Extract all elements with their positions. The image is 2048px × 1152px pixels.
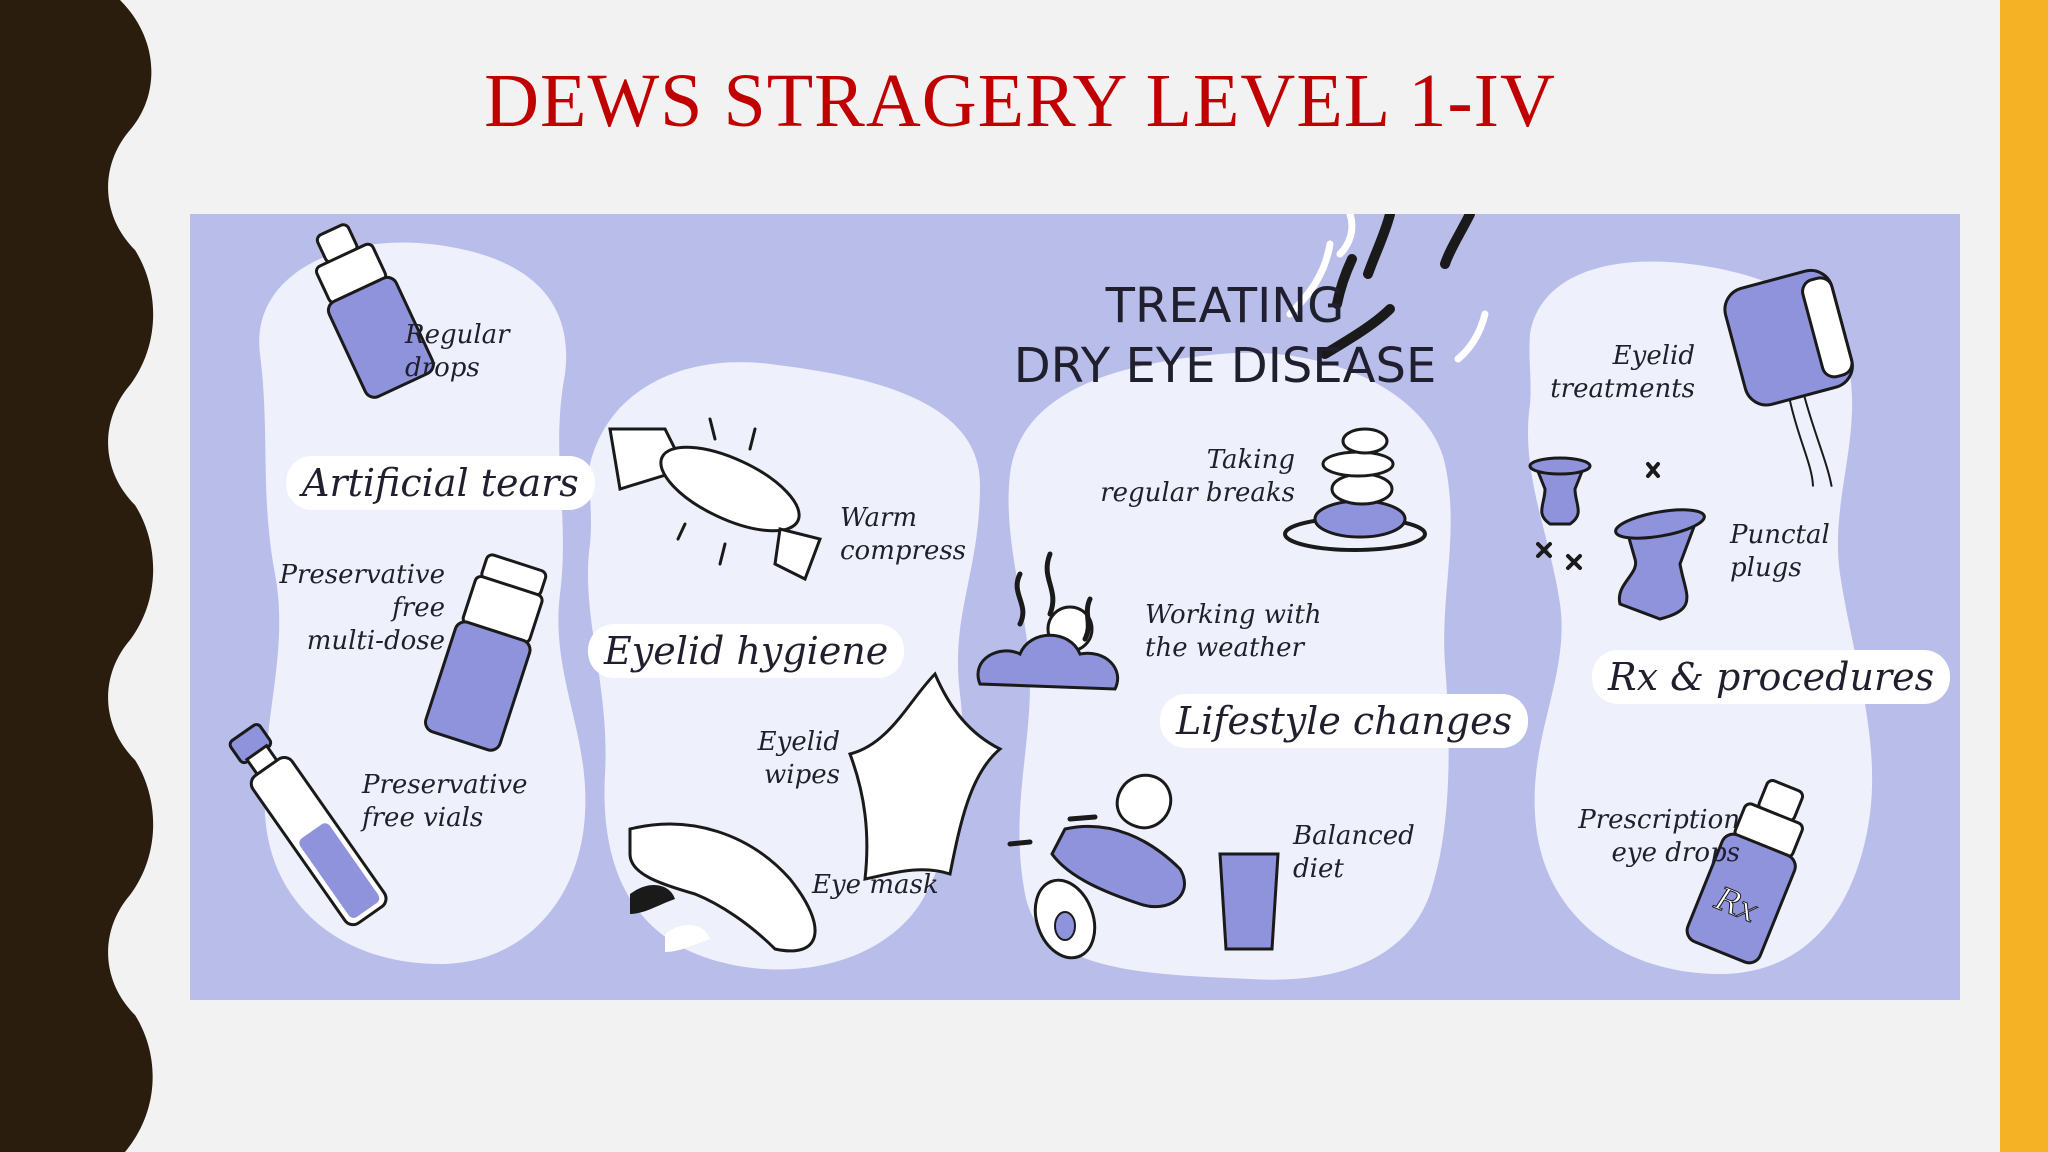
- eyelid-treatments-label: Eyelid treatments: [1550, 341, 1695, 404]
- artificial-tears-heading: Artificial tears: [286, 456, 595, 510]
- prescription-eye-drops-label: Prescription eye drops: [1578, 805, 1740, 868]
- infographic-title-line1: TREATING: [1105, 278, 1345, 334]
- left-decorative-wave-band: [0, 0, 154, 1152]
- multi-dose-bottle-icon: [424, 553, 548, 752]
- working-with-the-weather-label: Working with the weather: [1145, 600, 1322, 663]
- eye-mask-icon: [628, 822, 817, 953]
- prescription-eye-drops-icon: Rx: [1685, 779, 1805, 965]
- lifestyle-changes-heading: Lifestyle changes: [1160, 694, 1529, 748]
- warm-compress-icon: [608, 417, 822, 582]
- regular-drops-label: Regular drops: [405, 320, 510, 383]
- decorative-white-strokes: [1286, 214, 1489, 363]
- stacked-stones-icon: [1283, 427, 1427, 552]
- weather-cloud-icon: [976, 551, 1119, 691]
- punctal-plugs-label: Punctal plugs: [1730, 520, 1830, 583]
- eye-mask-label: Eye mask: [812, 870, 939, 900]
- artificial-tears-blob: [259, 242, 586, 964]
- right-accent-band: [2000, 0, 2048, 1152]
- preservative-free-vial-icon: [228, 723, 388, 927]
- balanced-diet-icon: [1007, 773, 1280, 960]
- warm-compress-label: Warm compress: [840, 503, 967, 566]
- treating-dry-eye-infographic: Rx TREATING DRY EYE DISEASE Regular drop…: [190, 214, 1960, 1000]
- eyelid-wipes-label: Eyelid wipes: [757, 727, 840, 790]
- regular-drops-bottle-icon: [314, 223, 435, 399]
- infographic-title-line2: DRY EYE DISEASE: [1013, 338, 1437, 394]
- eyelid-hygiene-heading: Eyelid hygiene: [588, 624, 905, 678]
- slide-title: DEWS STRAGERY LEVEL 1-IV: [484, 59, 1556, 143]
- eyelid-wipe-icon: [848, 671, 1003, 881]
- eyelid-treatment-device-icon: [1723, 268, 1854, 487]
- rx-procedures-heading: Rx & procedures: [1592, 650, 1951, 704]
- preservative-free-multi-dose-label: Preservative free multi-dose: [279, 560, 446, 656]
- preservative-free-vials-label: Preservative free vials: [362, 770, 528, 833]
- punctal-plug-icon: [1528, 456, 1706, 621]
- decorative-dashes: [1320, 214, 1475, 359]
- infographic-title: TREATING DRY EYE DISEASE: [800, 276, 1650, 396]
- infographic-artwork: Rx: [228, 214, 1873, 980]
- taking-regular-breaks-label: Taking regular breaks: [1100, 445, 1295, 508]
- balanced-diet-label: Balanced diet: [1293, 821, 1415, 884]
